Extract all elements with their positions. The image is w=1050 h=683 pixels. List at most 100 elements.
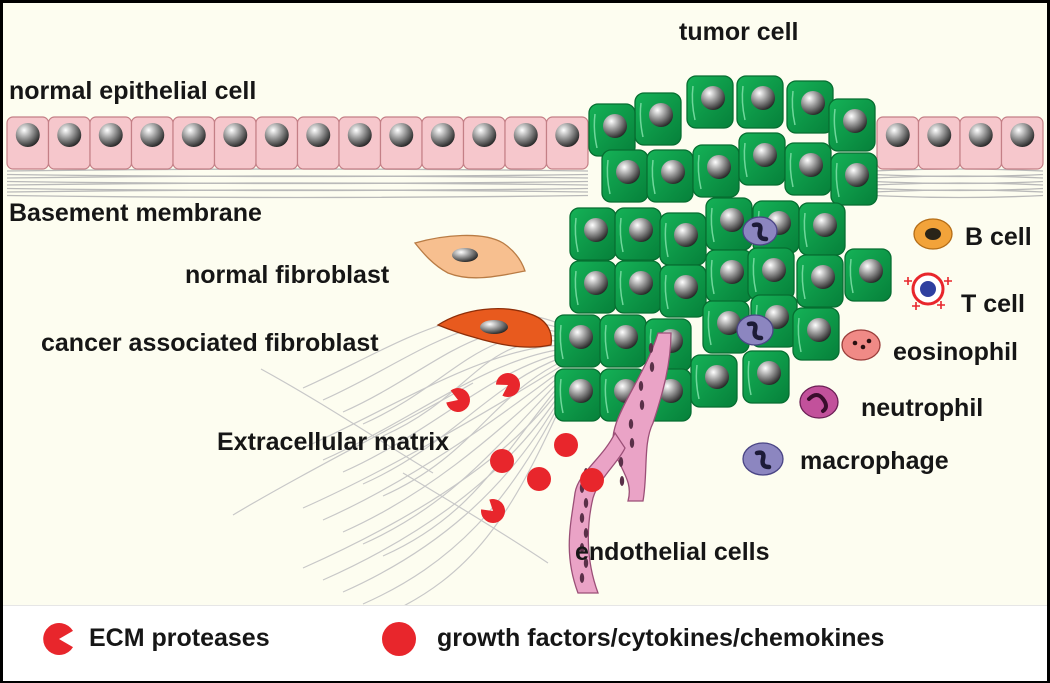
normal-fibroblast-label: normal fibroblast <box>185 261 390 289</box>
t-cell-label: T cell <box>961 290 1025 318</box>
tumor-cell-highlight <box>833 108 838 144</box>
tumor-cell-highlight <box>707 310 712 346</box>
membrane-fiber <box>874 182 1044 186</box>
epithelial-nucleus <box>347 123 372 147</box>
ecm-fiber <box>232 382 474 516</box>
secreted-factors <box>446 373 604 523</box>
tumor-cell-highlight <box>835 162 840 198</box>
neutrophil <box>799 385 839 419</box>
tumor-nucleus <box>813 213 837 237</box>
tumor-nucleus <box>720 208 744 232</box>
ecm-protease <box>481 499 505 523</box>
macrophage-nucleus <box>754 450 772 470</box>
basement-membrane-left <box>6 168 589 199</box>
tumor-cell-highlight <box>619 217 624 253</box>
eosinophil-granule <box>860 344 866 350</box>
tumor-nucleus <box>661 160 685 184</box>
ecm-fiber <box>322 388 564 581</box>
tumor-macrophage-nucleus <box>746 321 764 341</box>
epithelial-nucleus <box>98 123 123 147</box>
endothelial-nucleus <box>583 498 589 508</box>
growth-factor <box>490 449 514 473</box>
endothelial-nucleus <box>639 400 645 410</box>
endothelial-nucleus <box>629 438 635 448</box>
caf-nucleus <box>480 320 508 334</box>
ecm-fiber <box>362 376 564 545</box>
epithelial-nucleus <box>140 123 165 147</box>
endothelial-nucleus <box>649 362 655 372</box>
membrane-fiber <box>6 194 589 199</box>
tumor-nucleus <box>762 258 786 282</box>
endothelial-nucleus <box>579 543 585 553</box>
tumor-cell-highlight <box>747 360 752 396</box>
endothelial-nucleus <box>579 513 585 523</box>
tumor-nucleus <box>717 311 741 335</box>
tumor-cell-highlight <box>574 217 579 253</box>
basement-membrane-right <box>874 168 1044 199</box>
basement-membrane-label: Basement membrane <box>9 199 262 227</box>
epithelial-nucleus <box>927 123 952 147</box>
extracellular-matrix-fibers <box>232 312 564 605</box>
tumor-cell-highlight <box>801 264 806 300</box>
ecm-fiber <box>342 392 564 593</box>
membrane-fiber <box>874 168 1044 172</box>
t-cell-receptor <box>944 277 952 285</box>
tumor-cell-mass <box>554 75 892 422</box>
tumor-nucleus <box>629 271 653 295</box>
tumor-cell-highlight <box>604 378 609 414</box>
tumor-cell-highlight <box>710 259 715 295</box>
ecm-protease <box>446 388 470 412</box>
tumor-nucleus <box>616 160 640 184</box>
tumor-cell-highlight <box>697 154 702 190</box>
tumor-nucleus <box>701 86 725 110</box>
fibroblasts <box>413 234 553 348</box>
tumor-nucleus <box>799 153 823 177</box>
endothelial-cells-label: endothelial cells <box>575 538 770 566</box>
tumor-cell-highlight <box>664 274 669 310</box>
membrane-fiber <box>874 189 1044 193</box>
growth-factor-legend-icon <box>382 622 416 656</box>
tumor-nucleus <box>674 223 698 247</box>
endothelial-nucleus <box>648 343 654 353</box>
membrane-fiber <box>874 175 1044 179</box>
tumor-nucleus <box>569 379 593 403</box>
b-cell-label: B cell <box>965 223 1032 251</box>
normal-fibroblast-nucleus <box>452 248 478 262</box>
tumor-cell-highlight <box>743 142 748 178</box>
tumor-cell-highlight <box>741 85 746 121</box>
tumor-nucleus <box>845 163 869 187</box>
tumor-cell-highlight <box>606 159 611 195</box>
endothelial-nucleus <box>619 476 625 486</box>
neutrophil-label: neutrophil <box>861 394 984 422</box>
eosinophil-granule <box>866 338 872 344</box>
endothelial-nucleus <box>579 573 585 583</box>
endothelial-tube <box>568 431 626 594</box>
ecm-fiber <box>260 368 434 474</box>
tumor-nucleus <box>629 218 653 242</box>
tumor-nucleus <box>859 259 883 283</box>
tumor-cell-highlight <box>803 212 808 248</box>
epithelial-nucleus <box>1010 123 1035 147</box>
eosinophil-granule <box>852 340 858 346</box>
b-cell-nucleus <box>925 228 941 240</box>
epithelial-nucleus <box>181 123 206 147</box>
tumor-cell-highlight <box>559 324 564 360</box>
tumor-cell-highlight <box>593 113 598 149</box>
tumor-nucleus <box>603 114 627 138</box>
tumor-nucleus <box>807 318 831 342</box>
ecm-protease <box>496 373 520 397</box>
ecm-fiber <box>342 372 564 533</box>
ecm-fiber <box>322 368 564 521</box>
t-cell-receptor <box>937 301 945 309</box>
ecm-fiber <box>404 400 564 605</box>
tumor-nucleus <box>801 91 825 115</box>
tumor-nucleus <box>674 275 698 299</box>
ecm-protease-legend-icon <box>43 623 73 655</box>
membrane-fiber <box>6 168 589 172</box>
tumor-cell-highlight <box>752 257 757 293</box>
legend: ECM proteases growth factors/cytokines/c… <box>3 605 1047 681</box>
ecm-fiber <box>322 348 564 461</box>
neutrophil-nucleus <box>807 393 828 413</box>
tumor-nucleus <box>659 379 683 403</box>
